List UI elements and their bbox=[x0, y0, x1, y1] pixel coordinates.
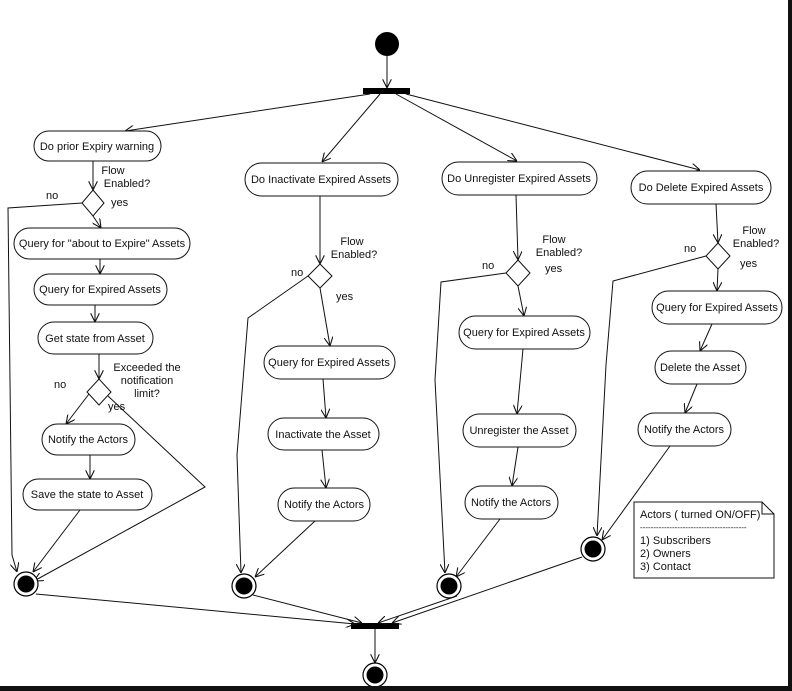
action-label: Notify the Actors bbox=[471, 497, 552, 509]
note-item: 3) Contact bbox=[640, 561, 691, 573]
guard-label: Enabled? bbox=[536, 247, 583, 259]
action-query-expired-b bbox=[263, 345, 396, 380]
guard-label: Flow bbox=[340, 236, 363, 248]
initial-node bbox=[375, 32, 399, 56]
action-notify-actors-a bbox=[41, 423, 136, 456]
guard-no: no bbox=[684, 243, 696, 255]
action-query-about-to-expire bbox=[13, 227, 191, 260]
note-title: Actors ( turned ON/OFF) bbox=[640, 509, 760, 521]
final-node-end-core bbox=[366, 666, 384, 684]
guard-label: notification bbox=[121, 375, 174, 387]
final-node-d-core bbox=[584, 540, 602, 558]
decision-flow-enabled-c bbox=[505, 259, 531, 287]
action-label: Notify the Actors bbox=[284, 499, 365, 511]
decision-exceeded-limit bbox=[86, 378, 112, 406]
action-label: Query for "about to Expire" Assets bbox=[19, 238, 186, 250]
guard-no: no bbox=[54, 379, 66, 391]
action-label: Query for Expired Assets bbox=[463, 327, 585, 339]
action-do-prior-expiry-warning bbox=[33, 130, 162, 162]
action-label: Notify the Actors bbox=[644, 424, 725, 436]
guard-label: Flow bbox=[542, 234, 565, 246]
action-do-inactivate bbox=[244, 162, 399, 197]
action-label: Do Delete Expired Assets bbox=[639, 182, 764, 194]
action-query-expired-c bbox=[458, 315, 591, 350]
guard-yes: yes bbox=[545, 263, 563, 275]
action-do-delete bbox=[630, 170, 772, 205]
action-save-state bbox=[22, 478, 153, 511]
action-label: Do Inactivate Expired Assets bbox=[251, 174, 392, 186]
guard-no: no bbox=[482, 260, 494, 272]
guard-label: Enabled? bbox=[733, 238, 780, 250]
action-get-state-from-asset bbox=[37, 321, 154, 355]
action-label: Notify the Actors bbox=[48, 434, 129, 446]
action-delete-asset bbox=[654, 350, 747, 385]
guard-no: no bbox=[291, 267, 303, 279]
note-separator: ---------------------------------------- bbox=[640, 523, 747, 532]
action-query-expired-a bbox=[33, 273, 168, 306]
fork-bar bbox=[363, 88, 410, 94]
action-label: Inactivate the Asset bbox=[275, 429, 370, 441]
action-label: Delete the Asset bbox=[660, 362, 740, 374]
guard-label: limit? bbox=[134, 388, 160, 400]
action-label: Get state from Asset bbox=[45, 333, 145, 345]
action-label: Save the state to Asset bbox=[31, 489, 144, 501]
decision-flow-enabled-a bbox=[81, 189, 105, 217]
decision-flow-enabled-b bbox=[307, 263, 333, 289]
guard-label: Flow bbox=[101, 165, 124, 177]
guard-label: Exceeded the bbox=[113, 362, 180, 374]
decision-flow-enabled-d bbox=[705, 242, 731, 270]
note-item: 1) Subscribers bbox=[640, 535, 711, 547]
final-node-b-core bbox=[235, 577, 253, 595]
action-notify-actors-c bbox=[464, 485, 559, 520]
action-notify-actors-d bbox=[637, 412, 732, 447]
guard-no: no bbox=[46, 190, 58, 202]
final-node-a-core bbox=[17, 575, 35, 593]
guard-label: Flow bbox=[742, 225, 765, 237]
action-label: Query for Expired Assets bbox=[39, 284, 161, 296]
action-query-expired-d bbox=[651, 290, 783, 325]
guard-label: Enabled? bbox=[331, 249, 378, 261]
guard-yes: yes bbox=[108, 401, 126, 413]
action-do-unregister bbox=[441, 161, 598, 196]
action-inactivate-asset bbox=[267, 417, 380, 451]
action-label: Do prior Expiry warning bbox=[40, 141, 154, 153]
action-label: Query for Expired Assets bbox=[656, 302, 778, 314]
join-bar bbox=[351, 623, 399, 629]
final-node-c-core bbox=[440, 577, 458, 595]
guard-yes: yes bbox=[336, 291, 354, 303]
guard-yes: yes bbox=[111, 197, 129, 209]
action-label: Do Unregister Expired Assets bbox=[447, 173, 591, 185]
guard-yes: yes bbox=[740, 258, 758, 270]
note-fold bbox=[761, 502, 774, 515]
guard-label: Enabled? bbox=[104, 178, 151, 190]
action-label: Unregister the Asset bbox=[469, 425, 568, 437]
action-unregister-asset bbox=[462, 413, 577, 448]
action-notify-actors-b bbox=[277, 487, 371, 522]
note-item: 2) Owners bbox=[640, 548, 691, 560]
note-box bbox=[633, 501, 775, 579]
action-label: Query for Expired Assets bbox=[268, 357, 390, 369]
